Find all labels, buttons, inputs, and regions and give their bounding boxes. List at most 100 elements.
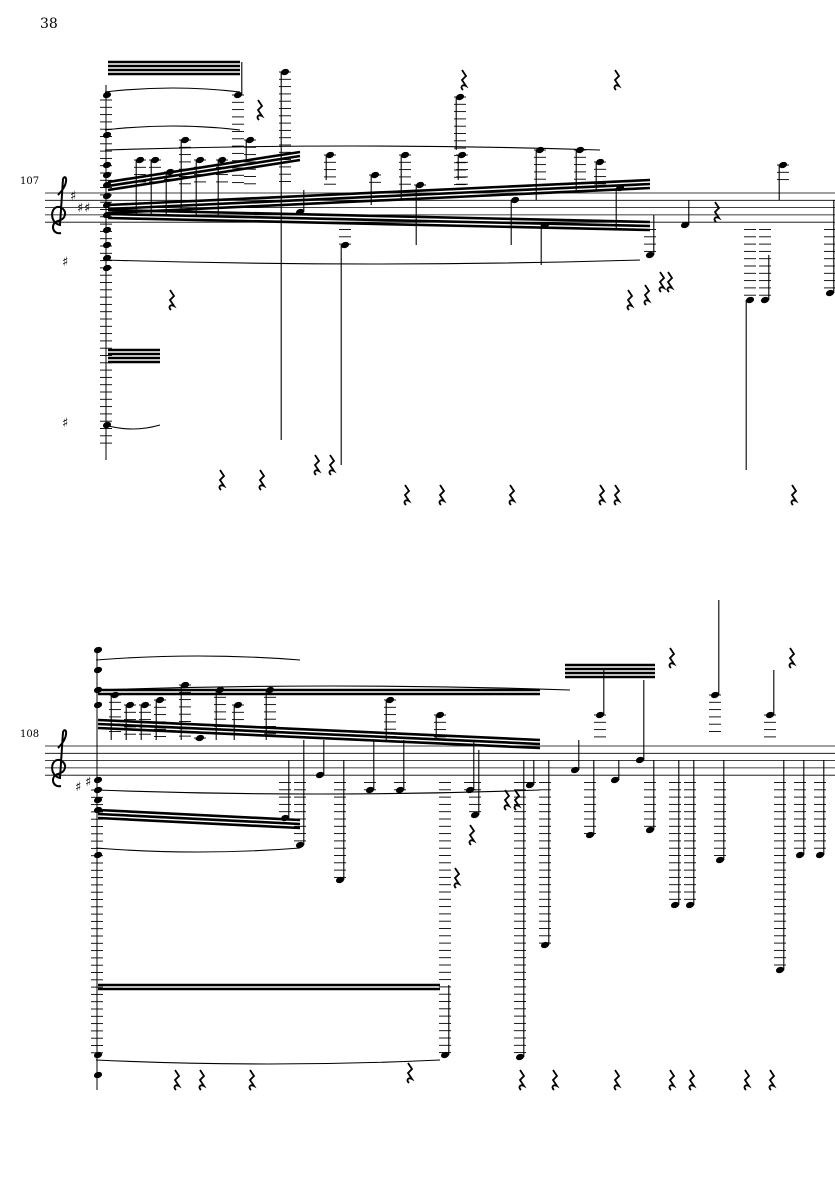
note-head xyxy=(815,851,825,859)
note-head xyxy=(295,841,305,849)
quarter-rest-icon xyxy=(788,647,797,669)
note-head xyxy=(715,856,725,864)
quarter-rest-icon xyxy=(613,484,622,506)
note-head xyxy=(93,1051,103,1059)
sharp-icon: ♯ xyxy=(62,416,68,431)
quarter-rest-icon xyxy=(198,1069,207,1091)
note-head xyxy=(93,701,103,709)
quarter-rest-icon xyxy=(460,69,469,91)
note-head xyxy=(102,171,112,179)
quarter-rest-icon xyxy=(218,469,227,491)
quarter-rest-icon xyxy=(551,1069,560,1091)
beam xyxy=(97,718,541,742)
note-head xyxy=(515,1053,525,1061)
quarter-rest-icon xyxy=(768,1069,777,1091)
quarter-rest-icon xyxy=(508,484,517,506)
beam xyxy=(97,816,301,830)
note-head xyxy=(635,756,645,764)
beam xyxy=(97,722,541,746)
note-head xyxy=(795,851,805,859)
quarter-rest-icon xyxy=(328,454,337,476)
note-head xyxy=(540,221,550,229)
quarter-rest-icon xyxy=(518,1069,527,1091)
note-head xyxy=(645,251,655,259)
note-head xyxy=(340,241,350,249)
note-head xyxy=(102,201,112,209)
quarter-rest-icon xyxy=(743,1069,752,1091)
quarter-rest-icon xyxy=(688,1069,697,1091)
quarter-rest-icon xyxy=(256,99,265,121)
note-head xyxy=(93,796,103,804)
note-head xyxy=(470,811,480,819)
note-head xyxy=(93,776,103,784)
note-head xyxy=(525,781,535,789)
tie xyxy=(104,424,161,430)
sharp-icon: ♯ xyxy=(84,201,90,216)
quarter-rest-icon xyxy=(513,789,522,811)
quarter-rest-icon xyxy=(598,484,607,506)
note-head xyxy=(760,296,770,304)
note-head xyxy=(510,196,520,204)
beam xyxy=(107,208,651,224)
note-head xyxy=(102,241,112,249)
quarter-rest-icon xyxy=(468,824,477,846)
tie xyxy=(95,685,571,691)
note-head xyxy=(93,666,103,674)
note-head xyxy=(280,814,290,822)
note-head xyxy=(670,901,680,909)
note-head xyxy=(335,876,345,884)
treble-clef-icon xyxy=(51,176,68,235)
quarter-rest-icon xyxy=(258,469,267,491)
note-head xyxy=(680,221,690,229)
beam xyxy=(97,812,301,826)
measure-number-108: 108 xyxy=(20,729,40,740)
beam xyxy=(107,178,651,207)
note-head xyxy=(685,901,695,909)
quarter-rest-icon xyxy=(658,271,667,293)
note-head xyxy=(745,296,755,304)
quarter-rest-icon xyxy=(403,484,412,506)
tie xyxy=(104,259,641,265)
sharp-icon: ♯ xyxy=(70,189,76,204)
beam xyxy=(107,216,651,232)
measure-number-107: 107 xyxy=(20,176,40,187)
sharp-icon: ♯ xyxy=(75,780,81,795)
quarter-rest-icon xyxy=(668,647,677,669)
quarter-rest-icon xyxy=(713,201,722,223)
quarter-rest-icon xyxy=(613,69,622,91)
note-head xyxy=(93,851,103,859)
quarter-rest-icon xyxy=(168,289,177,311)
note-head xyxy=(102,264,112,272)
note-head xyxy=(610,776,620,784)
quarter-rest-icon xyxy=(313,454,322,476)
note-head xyxy=(93,646,103,654)
tie xyxy=(95,789,541,795)
note-head xyxy=(775,966,785,974)
quarter-rest-icon xyxy=(248,1069,257,1091)
note-head xyxy=(615,184,625,192)
note-head xyxy=(440,1051,450,1059)
note-head xyxy=(93,1071,103,1079)
sharp-icon: ♯ xyxy=(62,255,68,270)
treble-clef-icon xyxy=(51,729,68,788)
quarter-rest-icon xyxy=(626,289,635,311)
beam xyxy=(97,726,541,750)
sharp-icon: ♯ xyxy=(85,775,91,790)
note-head xyxy=(295,208,305,216)
tie xyxy=(95,1059,441,1065)
note-head xyxy=(645,826,655,834)
note-head xyxy=(102,226,112,234)
note-head xyxy=(102,91,112,99)
quarter-rest-icon xyxy=(790,484,799,506)
quarter-rest-icon xyxy=(503,789,512,811)
beam xyxy=(107,154,301,188)
beam xyxy=(97,808,301,822)
beam xyxy=(107,212,651,228)
tie xyxy=(95,847,301,853)
quarter-rest-icon xyxy=(406,1062,415,1084)
note-head xyxy=(102,161,112,169)
quarter-rest-icon xyxy=(666,271,675,293)
tie xyxy=(104,125,241,131)
beam xyxy=(107,182,651,211)
